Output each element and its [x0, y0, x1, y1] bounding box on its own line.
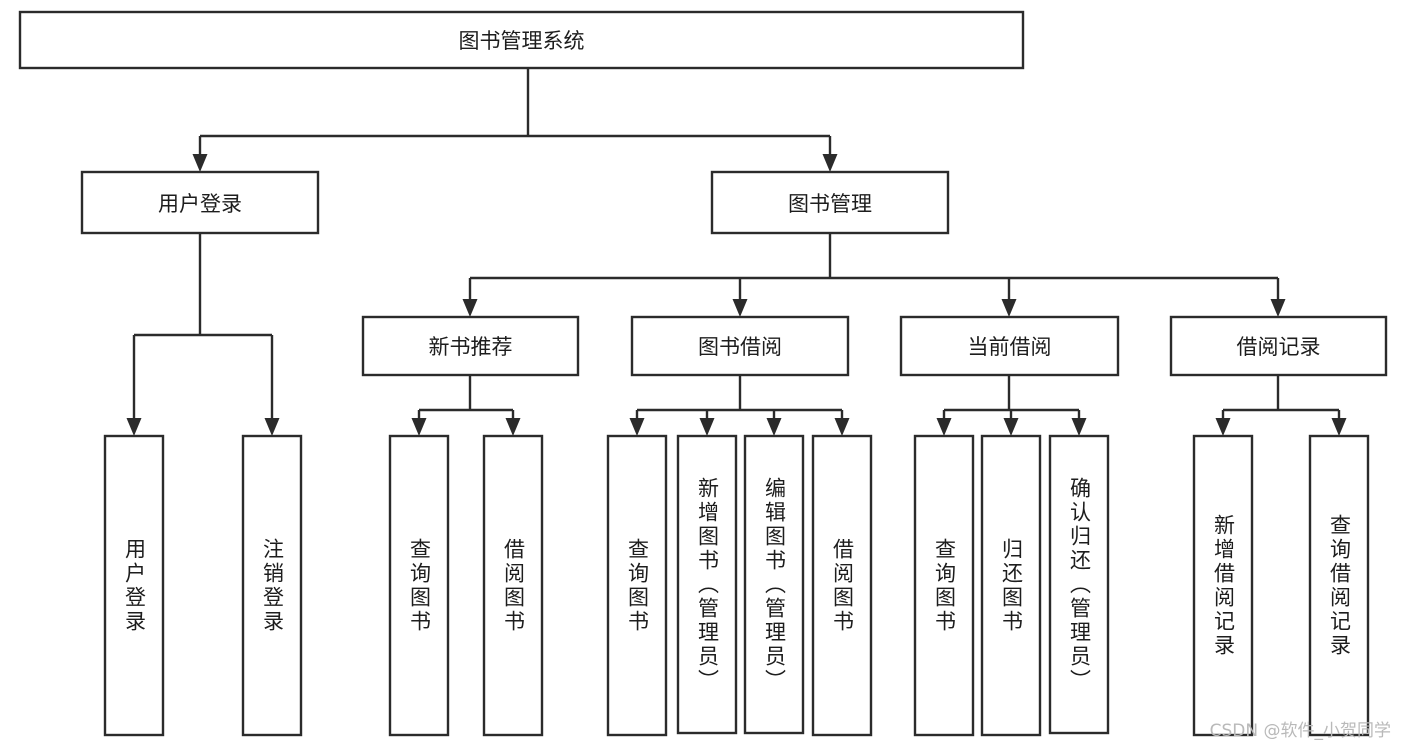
node-box-leaf-borrow-book-2[interactable] [811, 434, 873, 737]
node-box-book-borrow[interactable] [630, 315, 850, 377]
node-box-leaf-query-book-3[interactable] [913, 434, 975, 737]
node-box-leaf-borrow-book-1[interactable] [482, 434, 544, 737]
node-box-leaf-confirm-return[interactable] [1048, 434, 1110, 735]
connector-current-borrow [936, 375, 1087, 436]
node-box-leaf-user-login[interactable] [103, 434, 165, 737]
node-box-leaf-add-book[interactable] [676, 434, 738, 735]
connector-book-management [462, 233, 1286, 317]
node-box-new-book-recommend[interactable] [361, 315, 580, 377]
node-box-leaf-query-borrow-record[interactable] [1308, 434, 1370, 737]
node-box-leaf-query-book-1[interactable] [388, 434, 450, 737]
node-box-root[interactable] [18, 10, 1025, 70]
node-box-book-management[interactable] [710, 170, 950, 235]
node-box-leaf-return-book[interactable] [980, 434, 1042, 737]
node-box-borrow-record[interactable] [1169, 315, 1388, 377]
node-box-leaf-logout[interactable] [241, 434, 303, 737]
connector-borrow-record [1215, 375, 1347, 436]
node-box-leaf-add-borrow-record[interactable] [1192, 434, 1254, 737]
node-box-leaf-query-book-2[interactable] [606, 434, 668, 737]
connector-root [192, 68, 838, 172]
node-box-leaf-edit-book[interactable] [743, 434, 805, 735]
connector-user-login [126, 233, 280, 436]
node-box-user-login[interactable] [80, 170, 320, 235]
connector-book-borrow [629, 375, 850, 436]
node-box-current-borrow[interactable] [899, 315, 1120, 377]
connector-new-book-recommend [411, 375, 521, 436]
